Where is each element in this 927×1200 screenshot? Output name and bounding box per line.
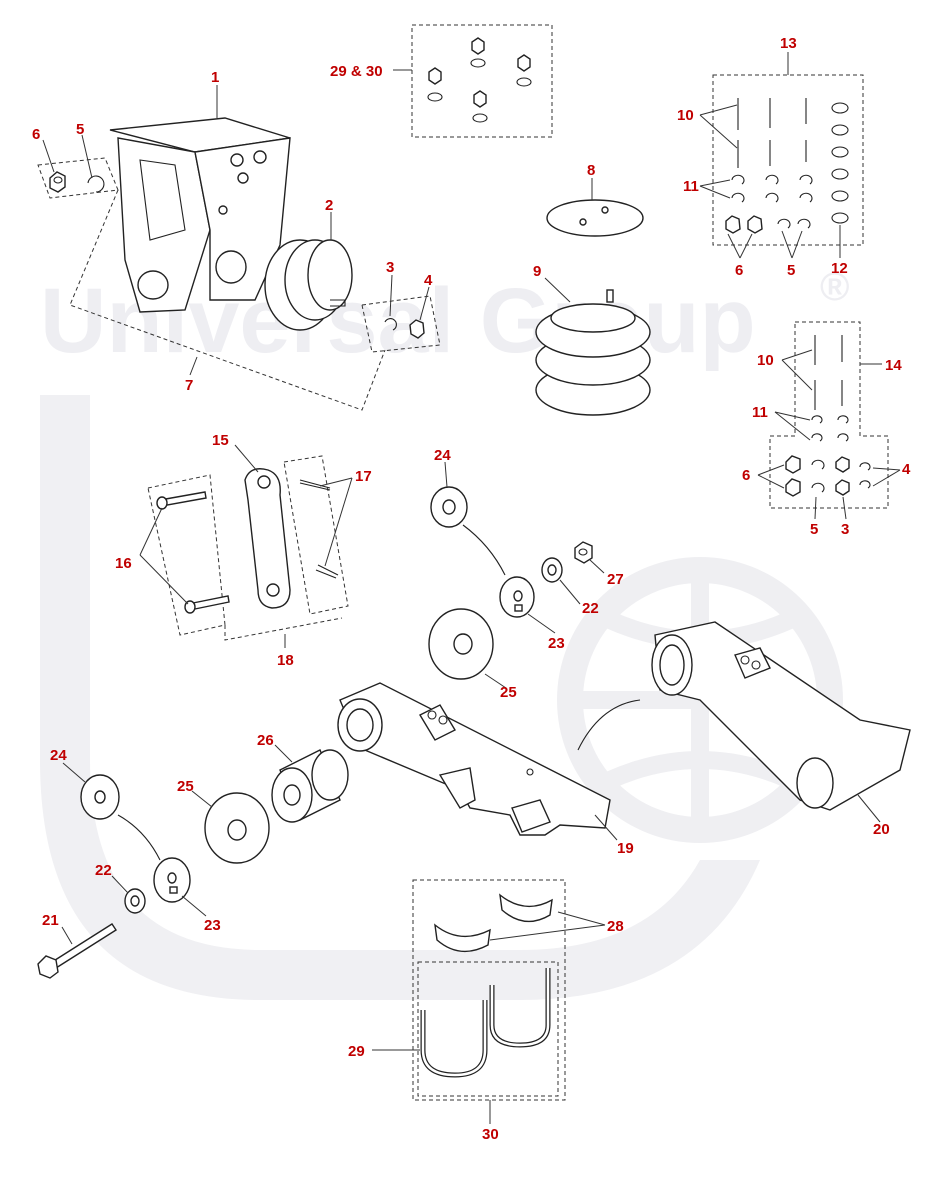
parts-15-18-linkage	[147, 455, 349, 641]
kit-29-30-box	[411, 24, 553, 138]
callout-12: 12	[831, 260, 848, 277]
u-bolt-icon	[420, 968, 551, 1078]
watermark-registered-mark: ®	[820, 265, 849, 309]
part-5-lockwasher-left	[87, 175, 105, 193]
callout-1: 1	[211, 69, 219, 86]
leader-lines	[42, 52, 901, 1124]
callout-5: 5	[76, 121, 84, 138]
kit-30-box	[412, 879, 566, 1101]
callout-4b: 4	[902, 461, 911, 478]
callout-20: 20	[873, 821, 890, 838]
callout-22a: 22	[582, 600, 599, 617]
callout-11b: 11	[752, 404, 768, 421]
callout-29-30: 29 & 30	[330, 63, 383, 80]
kit-14-box	[769, 321, 889, 509]
callout-10a: 10	[677, 107, 694, 124]
callout-3b: 3	[841, 521, 849, 538]
callout-24a: 24	[434, 447, 451, 464]
part-26-bushing	[271, 749, 349, 823]
callout-23b: 23	[204, 917, 221, 934]
bushing-stack-lower	[37, 774, 270, 979]
part-19-trailing-arm	[337, 682, 611, 836]
callout-21: 21	[42, 912, 59, 929]
callout-2: 2	[325, 197, 333, 214]
callouts: 1 2 3 4 5 6 7 8 9 29 & 30 13 10 11 6 5 1…	[32, 35, 911, 1143]
callout-9: 9	[533, 263, 541, 280]
callout-18: 18	[277, 652, 294, 669]
callout-15: 15	[212, 432, 229, 449]
bolt-icon	[737, 98, 807, 168]
callout-27: 27	[607, 571, 624, 588]
callout-28: 28	[607, 918, 624, 935]
part-20-trailing-arm-alt	[577, 621, 911, 811]
kit-13-box	[712, 74, 864, 246]
callout-30: 30	[482, 1126, 499, 1143]
part-2-air-bag	[264, 239, 353, 331]
callout-3: 3	[386, 259, 394, 276]
callout-11a: 11	[683, 178, 699, 195]
callout-6: 6	[32, 126, 40, 143]
part-1-mounting-bracket	[109, 117, 291, 313]
part-9-air-spring	[535, 289, 651, 416]
callout-16: 16	[115, 555, 132, 572]
callout-13: 13	[780, 35, 797, 52]
callout-10b: 10	[757, 352, 774, 369]
callout-6c: 6	[742, 467, 750, 484]
part-3-4-hardware	[361, 295, 441, 353]
callout-25a: 25	[500, 684, 517, 701]
callout-8: 8	[587, 162, 595, 179]
watermark-u-shape	[40, 395, 760, 1000]
callout-14: 14	[885, 357, 902, 374]
callout-22b: 22	[95, 862, 112, 879]
callout-26: 26	[257, 732, 274, 749]
callout-25b: 25	[177, 778, 194, 795]
part-8-plate	[546, 199, 644, 237]
part-6-nut-left	[37, 157, 119, 199]
callout-24b: 24	[50, 747, 67, 764]
bushing-stack-upper	[428, 486, 593, 680]
callout-17: 17	[355, 468, 372, 485]
callout-6b: 6	[735, 262, 743, 279]
callout-19: 19	[617, 840, 634, 857]
callout-4: 4	[424, 272, 433, 289]
callout-23a: 23	[548, 635, 565, 652]
callout-5c: 5	[810, 521, 818, 538]
callout-5b: 5	[787, 262, 795, 279]
callout-7: 7	[185, 377, 193, 394]
callout-29: 29	[348, 1043, 365, 1060]
